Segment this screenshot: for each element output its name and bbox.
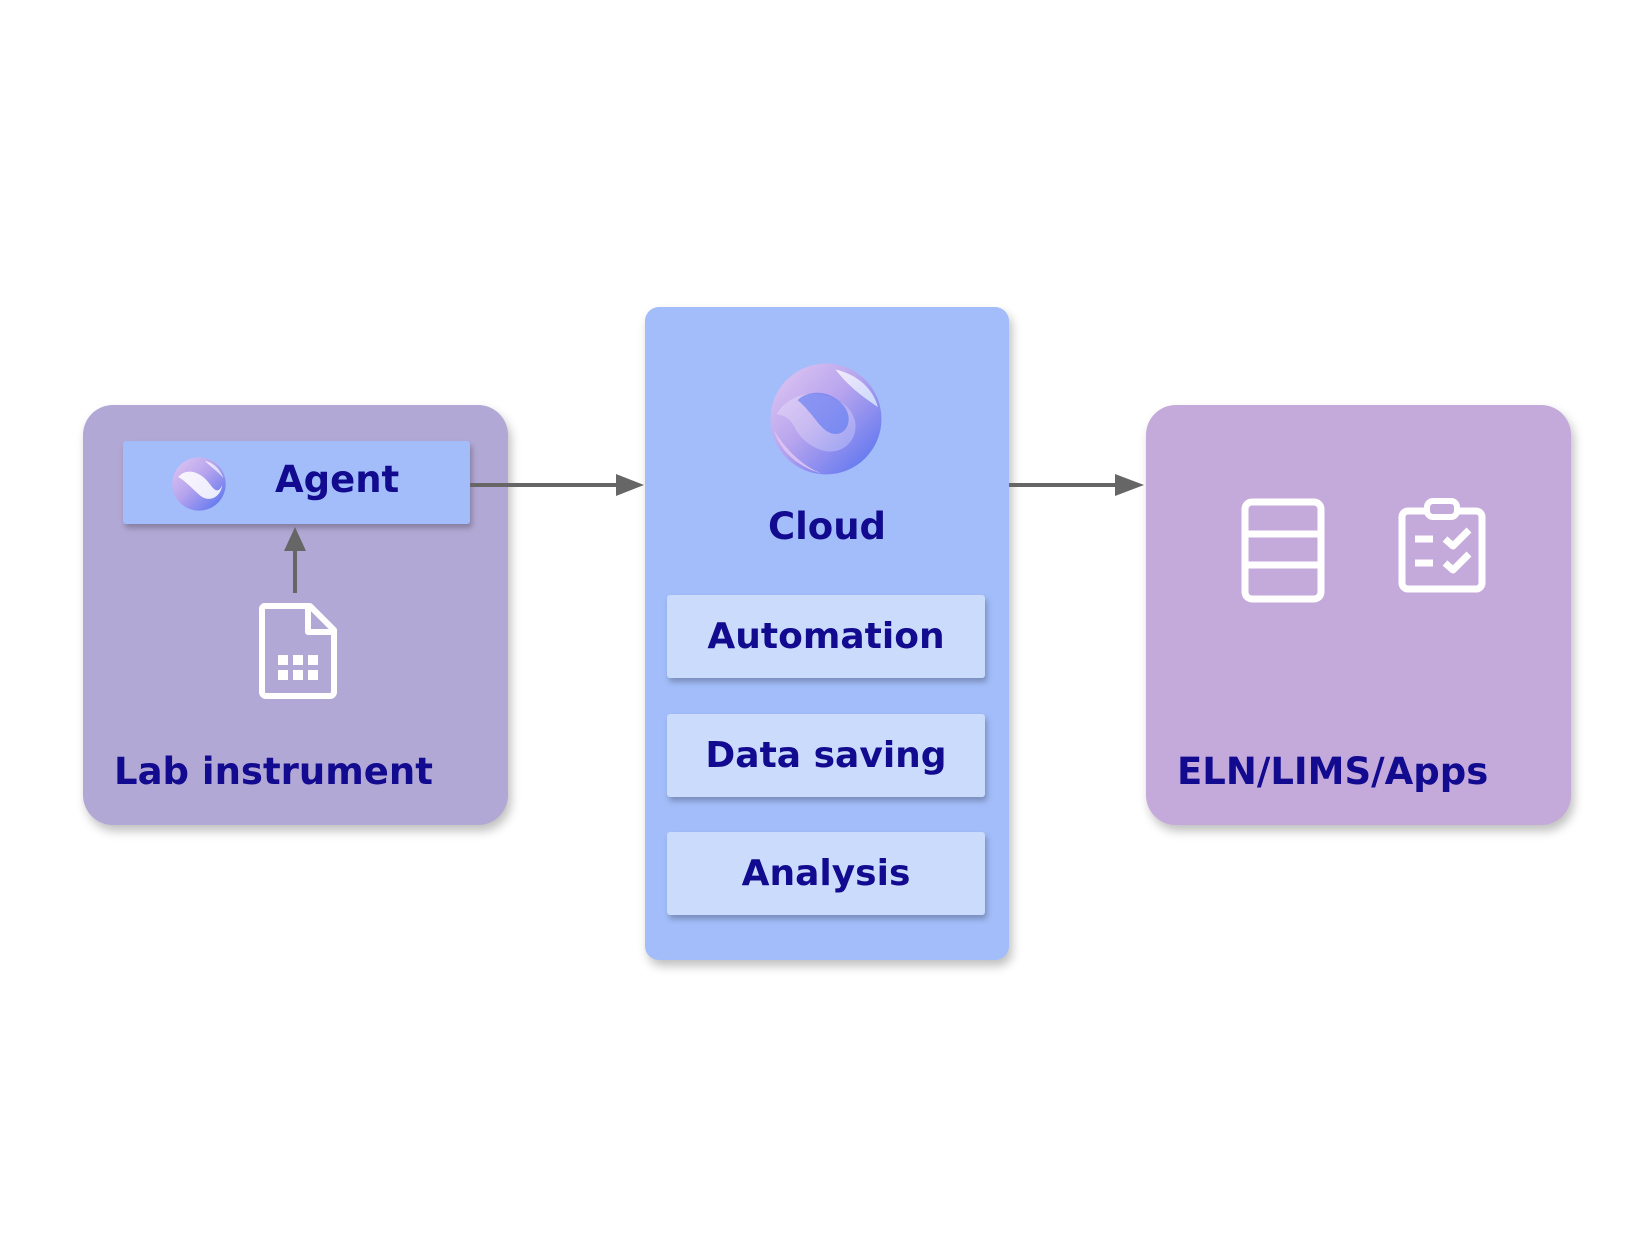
eln-lims-apps-panel	[1146, 405, 1571, 825]
spreadsheet-file-icon	[258, 603, 337, 699]
automation-box: Automation	[667, 595, 985, 678]
file-to-agent-arrow	[284, 527, 306, 593]
database-icon	[1241, 498, 1325, 603]
data-saving-box: Data saving	[667, 714, 985, 797]
agent-label: Agent	[275, 458, 400, 501]
analysis-box: Analysis	[667, 832, 985, 915]
clipboard-checklist-icon	[1398, 498, 1486, 593]
cloud-label: Cloud	[767, 505, 887, 548]
agent-logo-icon	[172, 457, 226, 511]
cloud-logo-icon	[770, 363, 882, 475]
lab-to-cloud-arrow	[470, 474, 644, 496]
lab-instrument-label: Lab instrument	[114, 750, 433, 793]
eln-lims-apps-label: ELN/LIMS/Apps	[1177, 750, 1489, 793]
cloud-to-apps-arrow	[1009, 474, 1144, 496]
